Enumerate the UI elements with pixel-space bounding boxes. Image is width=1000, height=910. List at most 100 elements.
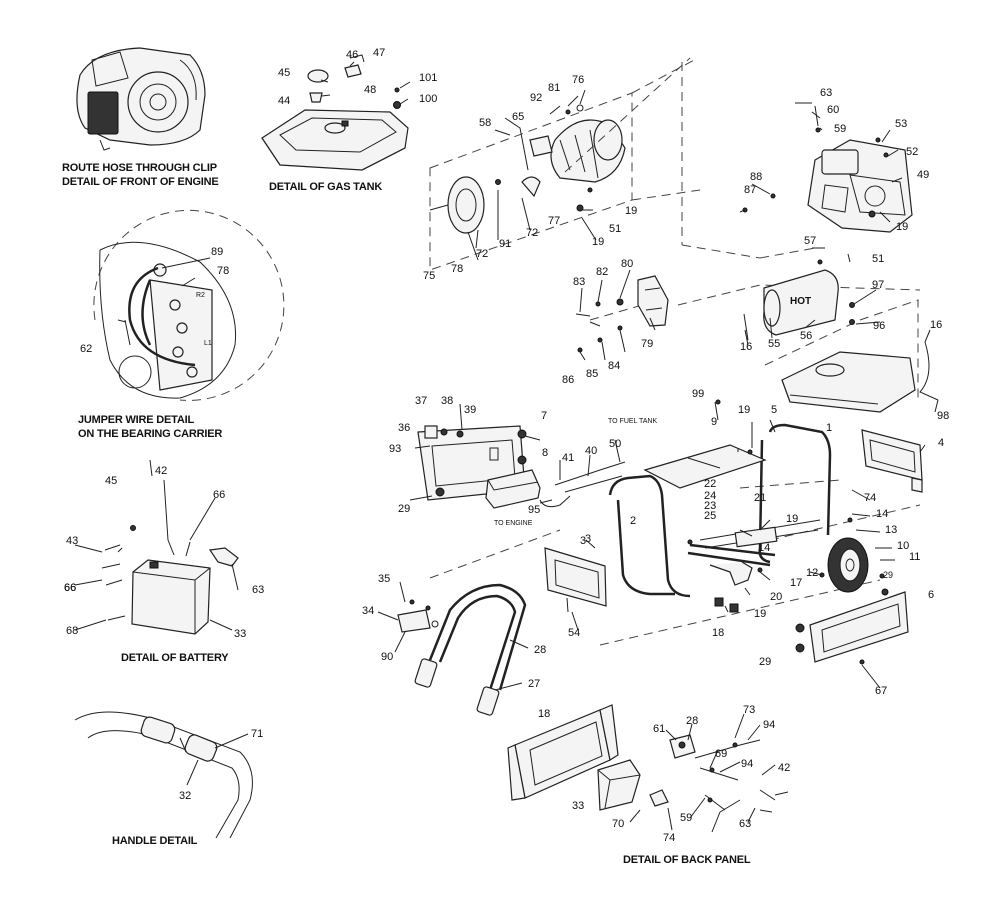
gas-tank-drawing xyxy=(261,54,409,171)
callout: 18 xyxy=(538,708,551,720)
callout: 79 xyxy=(641,338,654,350)
callout: 47 xyxy=(373,47,386,59)
callout: 78 xyxy=(217,265,230,277)
callout: 3 xyxy=(585,533,592,545)
callout: 57 xyxy=(804,235,817,247)
callout: 62 xyxy=(80,343,93,355)
callout: 82 xyxy=(596,266,609,278)
callout: 33 xyxy=(234,628,247,640)
callout: 66 xyxy=(64,582,77,594)
callout: 48 xyxy=(364,84,377,96)
callout: 19 xyxy=(896,221,909,233)
callout: 49 xyxy=(917,169,930,181)
callout: 23 xyxy=(704,500,717,512)
callout: 7 xyxy=(541,410,548,422)
callout: 91 xyxy=(499,238,512,250)
callout: 73 xyxy=(743,704,756,716)
callout: 75 xyxy=(423,270,436,282)
handle-assembly-drawing xyxy=(397,583,527,716)
callout: 45 xyxy=(278,67,291,79)
callout: 84 xyxy=(608,360,621,372)
callout: 4 xyxy=(938,437,945,449)
callout: 24 xyxy=(704,490,717,502)
engine-front-drawing xyxy=(76,47,206,151)
callout: 39 xyxy=(464,404,477,416)
callout: 83 xyxy=(573,276,586,288)
callout: 27 xyxy=(528,678,541,690)
callout: 59 xyxy=(834,123,847,135)
muffler-drawing xyxy=(763,259,855,336)
callout: 16 xyxy=(930,319,943,331)
callout: 29 xyxy=(883,570,894,580)
callout: 19 xyxy=(786,513,799,525)
bracket-assembly-drawing xyxy=(575,275,669,353)
callout: 80 xyxy=(621,258,634,270)
callout: 63 xyxy=(820,87,833,99)
callout: 19 xyxy=(754,608,767,620)
callout: 20 xyxy=(770,591,783,603)
callout: 74 xyxy=(864,492,877,504)
callout: 61 xyxy=(653,723,666,735)
frame-drawing xyxy=(608,423,832,613)
callout: 34 xyxy=(362,605,375,617)
callout: 37 xyxy=(415,395,428,407)
callout: 54 xyxy=(568,627,581,639)
callout: 12 xyxy=(806,567,819,579)
callout: 8 xyxy=(542,447,549,459)
callout: 46 xyxy=(346,49,359,61)
callout: 93 xyxy=(389,443,402,455)
callout: 76 xyxy=(572,74,585,86)
callout: 5 xyxy=(771,404,778,416)
callout: 45 xyxy=(105,475,118,487)
callout: 19 xyxy=(738,404,751,416)
callout: 66 xyxy=(213,489,226,501)
callout: 32 xyxy=(179,790,192,802)
callout: 2 xyxy=(630,515,637,527)
title-route-hose: ROUTE HOSE THROUGH CLIP xyxy=(62,162,217,174)
callout: 65 xyxy=(512,111,525,123)
callout: 25 xyxy=(704,510,717,522)
panel-6-drawing xyxy=(795,588,909,665)
callout: 18 xyxy=(712,627,725,639)
callout: 58 xyxy=(479,117,492,129)
callout: 11 xyxy=(909,551,921,563)
callout: 95 xyxy=(528,504,541,516)
callout: 60 xyxy=(827,104,840,116)
callout: 3 xyxy=(580,535,587,547)
annotation-to-fuel-tank: TO FUEL TANK xyxy=(608,418,658,425)
callout: 9 xyxy=(711,416,718,428)
callout: 69 xyxy=(715,748,728,760)
callout: 74 xyxy=(663,832,676,844)
callout: 29 xyxy=(759,656,772,668)
title-jumper-wire: JUMPER WIRE DETAIL xyxy=(78,414,194,426)
callout: 53 xyxy=(895,118,908,130)
callout: 36 xyxy=(398,422,411,434)
callout: 97 xyxy=(872,279,885,291)
title-detail-gas-tank: DETAIL OF GAS TANK xyxy=(269,181,383,193)
title-detail-front-engine: DETAIL OF FRONT OF ENGINE xyxy=(62,176,219,188)
callout: 44 xyxy=(278,95,291,107)
callout: 72 xyxy=(476,248,489,260)
callout: 40 xyxy=(585,445,598,457)
title-detail-battery: DETAIL OF BATTERY xyxy=(121,652,229,664)
callout: 17 xyxy=(790,577,803,589)
callout: 86 xyxy=(562,374,575,386)
annotation-r2: R2 xyxy=(196,292,205,299)
leader-lines xyxy=(74,61,939,833)
callout: 81 xyxy=(548,82,561,94)
callout: 56 xyxy=(800,330,813,342)
callout: 94 xyxy=(741,758,754,770)
callout: 33 xyxy=(572,800,585,812)
callout: 35 xyxy=(378,573,391,585)
callout: 96 xyxy=(873,320,886,332)
battery-box-drawing xyxy=(485,461,626,509)
annotation-l1: L1 xyxy=(204,340,212,347)
title-bearing-carrier: ON THE BEARING CARRIER xyxy=(78,428,223,440)
callout: 42 xyxy=(155,465,168,477)
callout: 14 xyxy=(876,508,889,520)
callout: 22 xyxy=(704,478,717,490)
callout: 21 xyxy=(754,492,767,504)
title-handle-detail: HANDLE DETAIL xyxy=(112,835,198,847)
callout: 94 xyxy=(763,719,776,731)
